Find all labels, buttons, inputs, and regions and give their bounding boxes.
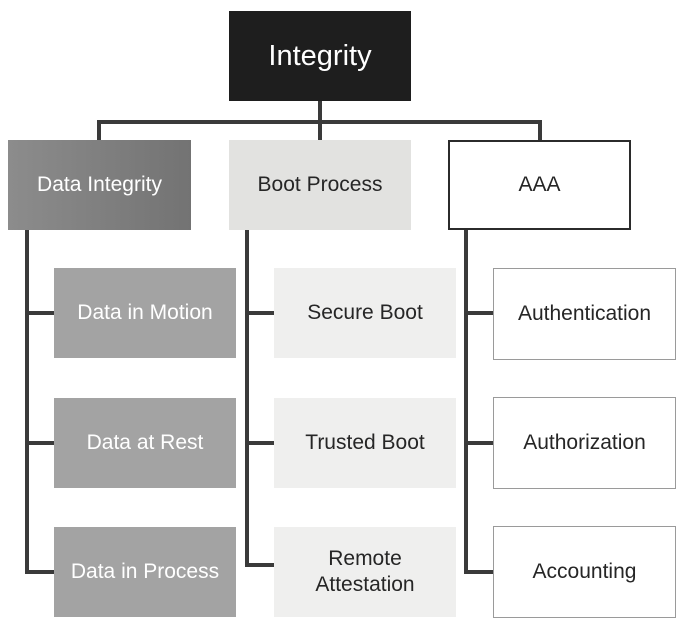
category-node-label: Data Integrity <box>37 172 162 196</box>
leaf-node-accounting: Accounting <box>493 526 676 618</box>
leaf-node-label: Data at Rest <box>86 430 204 454</box>
leaf-node-label: Data in Motion <box>77 300 213 324</box>
category-node-label: Boot Process <box>257 172 383 196</box>
leaf-node-data-in-motion: Data in Motion <box>54 268 236 358</box>
leaf-node-authentication: Authentication <box>493 268 676 360</box>
leaf-node-label: Accounting <box>532 559 637 583</box>
leaf-node-remote-attestation: Remote Attestation <box>274 527 456 617</box>
leaf-node-label: Remote Attestation <box>315 546 415 596</box>
leaf-node-authorization: Authorization <box>493 397 676 489</box>
leaf-node-label: Secure Boot <box>307 300 423 324</box>
category-node-aaa: AAA <box>448 140 631 230</box>
leaf-node-data-in-process: Data in Process <box>54 527 236 617</box>
root-node-label: Integrity <box>268 39 372 72</box>
category-node-data-integrity: Data Integrity <box>8 140 191 230</box>
leaf-node-label: Authentication <box>517 301 652 325</box>
category-node-boot-process: Boot Process <box>229 140 411 230</box>
leaf-node-label: Authorization <box>523 430 646 454</box>
leaf-node-label: Data in Process <box>70 559 220 583</box>
leaf-node-trusted-boot: Trusted Boot <box>274 398 456 488</box>
leaf-node-label: Trusted Boot <box>305 430 425 454</box>
leaf-node-secure-boot: Secure Boot <box>274 268 456 358</box>
root-node-integrity: Integrity <box>229 11 411 101</box>
category-node-label: AAA <box>518 172 561 196</box>
leaf-node-data-at-rest: Data at Rest <box>54 398 236 488</box>
